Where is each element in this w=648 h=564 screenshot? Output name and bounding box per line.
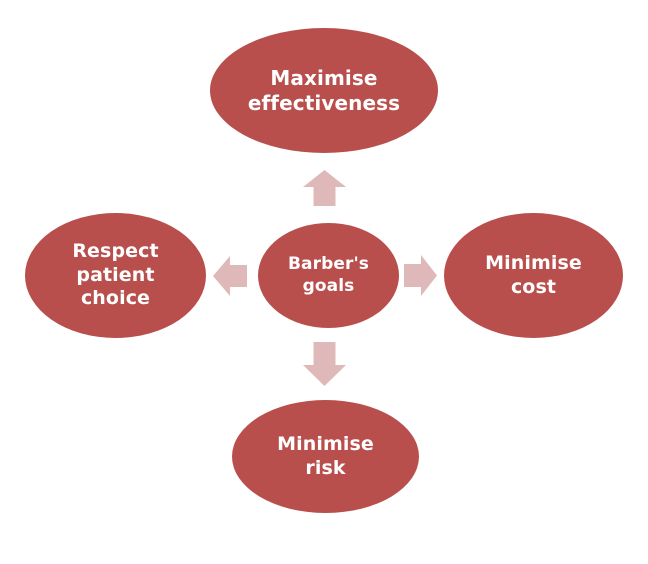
node-label-respect-patient-choice: Respect patient choice [72,240,159,310]
node-barbers-goals[interactable]: Barber's goals [258,223,399,328]
node-minimise-risk[interactable]: Minimise risk [232,400,419,513]
node-label-barbers-goals: Barber's goals [287,254,370,296]
arrow-right-icon [404,255,437,296]
node-respect-patient-choice[interactable]: Respect patient choice [25,213,206,338]
arrow-down-icon [303,342,346,386]
node-label-maximise-effectiveness: Maximise effectiveness [247,65,401,115]
node-label-minimise-cost: Minimise cost [485,251,582,298]
node-label-minimise-risk: Minimise risk [277,432,374,479]
arrow-up-icon [303,170,346,206]
node-maximise-effectiveness[interactable]: Maximise effectiveness [210,28,438,153]
node-minimise-cost[interactable]: Minimise cost [444,213,623,338]
arrow-left-icon [213,256,247,296]
